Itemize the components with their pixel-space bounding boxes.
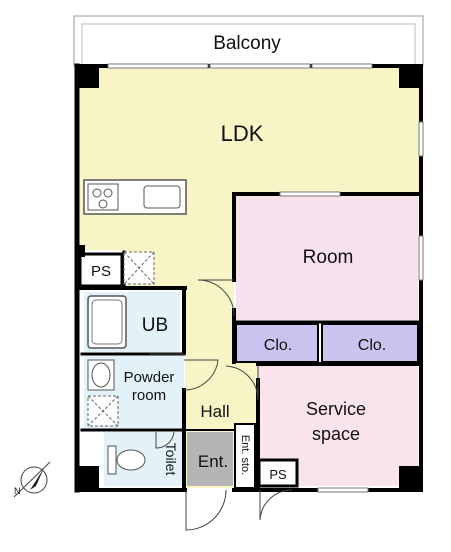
entrance-floor <box>187 432 233 486</box>
columns <box>77 66 421 490</box>
ps-box-1 <box>78 252 124 288</box>
bathtub <box>87 295 127 349</box>
ldk-floor <box>78 68 420 356</box>
balcony-label: Balcony <box>213 33 281 54</box>
room-floor <box>236 196 418 320</box>
room-label: Room <box>303 247 354 268</box>
closet-1 <box>235 323 319 363</box>
service-space-label-2: space <box>312 424 360 444</box>
entrance-label: Ent. <box>198 452 228 471</box>
powder-room-label-2: room <box>132 387 166 404</box>
toilet-label: Toilet <box>163 443 179 476</box>
windows <box>107 63 424 493</box>
balcony-area <box>73 15 424 67</box>
closet-2 <box>321 323 419 363</box>
hall-label: Hall <box>200 402 229 421</box>
ps-label-2: PS <box>269 467 287 482</box>
doors <box>150 279 293 531</box>
closet-2-label: Clo. <box>358 337 386 354</box>
powder-room-label-1: Powder <box>124 369 175 386</box>
north-arrow-icon: N <box>13 461 51 498</box>
toilet-fixture <box>107 445 146 475</box>
ldk-label: LDK <box>221 121 264 146</box>
closet-1-label: Clo. <box>264 337 292 354</box>
kitchen-counter <box>83 179 187 215</box>
svg-text:N: N <box>14 486 21 496</box>
ub-label: UB <box>142 315 168 336</box>
ps-label-1: PS <box>91 263 111 280</box>
fridge-space <box>123 251 155 285</box>
wash-basin <box>87 359 115 391</box>
washer-space <box>87 395 119 427</box>
service-space-label-1: Service <box>306 399 366 419</box>
entrance-storage-label: Ent. sto. <box>239 435 251 475</box>
